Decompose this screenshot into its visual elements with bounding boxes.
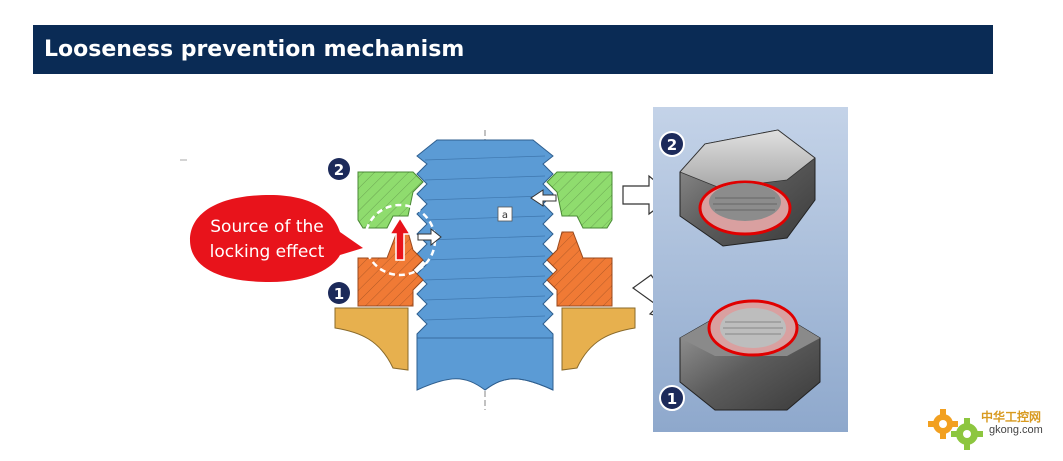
nut-photo-panel: 2 1	[653, 107, 848, 432]
marker-a-box	[497, 206, 513, 222]
bolt	[416, 139, 554, 391]
section-header: Looseness prevention mechanism	[33, 25, 993, 74]
right-arrow-icon	[417, 227, 442, 247]
marker-a-label: a	[502, 210, 508, 221]
watermark-logo: 中华工控网 gkong.com	[925, 400, 1055, 452]
locking-mechanism-diagram: a Source of the locking effect 2 1	[180, 107, 848, 432]
svg-text:2: 2	[334, 161, 344, 179]
badge-lower-nut: 1	[328, 282, 350, 304]
callout-line-1: Source of the	[210, 217, 323, 237]
watermark-cn-text: 中华工控网	[981, 410, 1042, 424]
svg-text:2: 2	[667, 136, 677, 154]
callout-line-2: locking effect	[210, 242, 325, 262]
lower-nut	[357, 231, 613, 307]
photo-badge-lower: 1	[659, 385, 685, 411]
upper-nut	[357, 171, 613, 229]
badge-upper-nut: 2	[328, 158, 350, 180]
svg-text:1: 1	[334, 285, 344, 303]
upper-nut-photo	[679, 129, 816, 247]
gear-icon	[928, 409, 983, 450]
callout-bubble	[190, 195, 363, 282]
lower-nut-photo	[679, 299, 821, 411]
svg-text:1: 1	[667, 390, 677, 408]
left-arrow-icon	[530, 189, 557, 207]
washer	[334, 307, 636, 371]
section-title: Looseness prevention mechanism	[44, 37, 465, 62]
up-arrow-icon	[388, 216, 412, 261]
photo-badge-upper: 2	[659, 131, 685, 157]
watermark-domain: gkong.com	[989, 424, 1043, 436]
